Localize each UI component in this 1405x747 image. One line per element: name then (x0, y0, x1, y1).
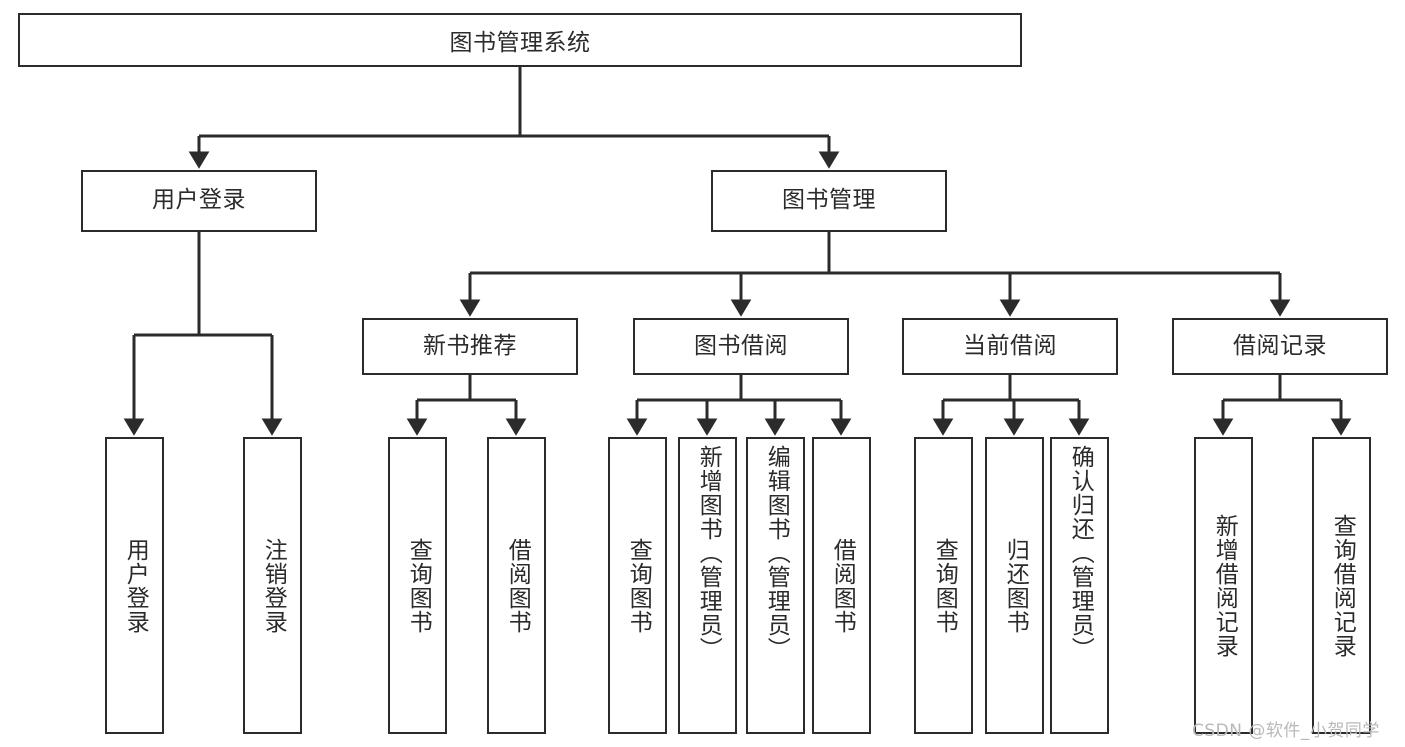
node-label: 用户登录 (122, 537, 149, 634)
node-label: 查询图书 (405, 537, 432, 634)
node-leaf-return-book[interactable]: 归还图书 (985, 437, 1044, 734)
node-label: 确认归还（管理员） (1067, 445, 1094, 661)
node-leaf-query-borrow-record[interactable]: 查询借阅记录 (1312, 437, 1371, 734)
node-leaf-borrow-books-rec[interactable]: 借阅图书 (487, 437, 546, 734)
node-label: 用户登录 (152, 187, 246, 214)
node-label: 编辑图书（管理员） (763, 445, 790, 661)
node-label: 图书借阅 (694, 332, 788, 359)
node-borrow-record[interactable]: 借阅记录 (1172, 318, 1388, 375)
node-label: 借阅图书 (829, 537, 856, 634)
node-label: 归还图书 (1002, 537, 1029, 634)
node-label: 图书管理系统 (449, 30, 591, 56)
node-book-borrow[interactable]: 图书借阅 (633, 318, 849, 375)
node-leaf-borrow-book[interactable]: 借阅图书 (812, 437, 871, 734)
node-leaf-add-book-admin[interactable]: 新增图书（管理员） (678, 437, 737, 734)
node-label: 新增借阅记录 (1211, 513, 1238, 658)
node-current-borrow[interactable]: 当前借阅 (902, 318, 1118, 375)
node-root[interactable]: 图书管理系统 (18, 13, 1022, 67)
node-label: 借阅记录 (1233, 332, 1327, 359)
node-leaf-add-borrow-record[interactable]: 新增借阅记录 (1194, 437, 1253, 734)
node-leaf-query-books-rec[interactable]: 查询图书 (388, 437, 447, 734)
node-leaf-user-login[interactable]: 用户登录 (105, 437, 164, 734)
node-leaf-query-books-current[interactable]: 查询图书 (914, 437, 973, 734)
node-leaf-confirm-return-admin[interactable]: 确认归还（管理员） (1050, 437, 1109, 734)
node-leaf-query-books-borrow[interactable]: 查询图书 (608, 437, 667, 734)
node-label: 查询借阅记录 (1329, 513, 1356, 658)
node-label: 新增图书（管理员） (695, 445, 722, 661)
node-label: 注销登录 (260, 537, 287, 634)
node-label: 查询图书 (931, 537, 958, 634)
node-book-management[interactable]: 图书管理 (711, 170, 947, 232)
node-label: 图书管理 (782, 187, 876, 214)
node-new-book-recommend[interactable]: 新书推荐 (362, 318, 578, 375)
node-label: 借阅图书 (504, 537, 531, 634)
watermark-text: CSDN @软件_小贺同学 (1192, 721, 1380, 741)
node-user-login[interactable]: 用户登录 (81, 170, 317, 232)
node-leaf-edit-book-admin[interactable]: 编辑图书（管理员） (746, 437, 805, 734)
node-label: 当前借阅 (963, 332, 1057, 359)
node-leaf-logout[interactable]: 注销登录 (243, 437, 302, 734)
node-label: 新书推荐 (423, 332, 517, 359)
node-label: 查询图书 (625, 537, 652, 634)
